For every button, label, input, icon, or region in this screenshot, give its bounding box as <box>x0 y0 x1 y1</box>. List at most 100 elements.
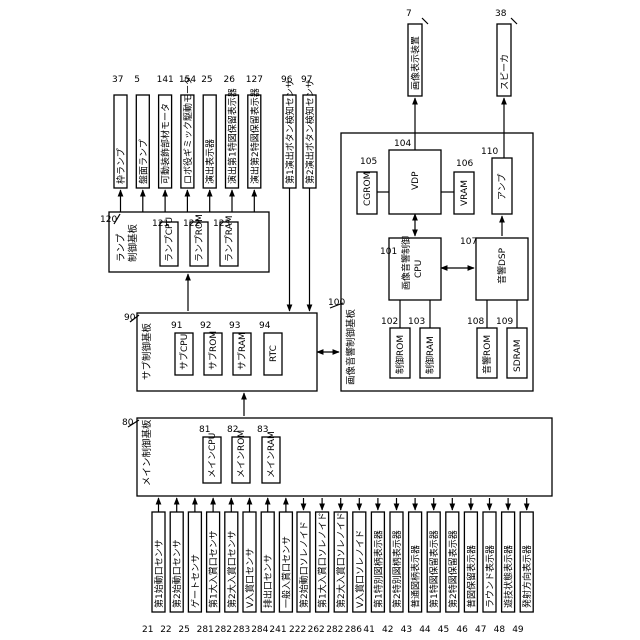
svg-text:サブCPU: サブCPU <box>178 334 190 370</box>
svg-text:メインRAM: メインRAM <box>267 431 277 478</box>
svg-text:104: 104 <box>394 139 411 149</box>
main-output-3: V入賞口ソレノイド 286 <box>345 498 366 635</box>
input-sensor-3-label: 第1大入賞口センサ <box>208 530 220 608</box>
svg-text:105: 105 <box>360 157 377 167</box>
main-board-title: メイン制御基板 <box>141 419 153 486</box>
lamp-output-1: 盤面ランプ5 <box>134 75 149 212</box>
input-sensor-2-ref: 25 <box>178 625 189 635</box>
av-output-0-leader <box>422 18 428 24</box>
svg-text:91: 91 <box>171 321 182 331</box>
svg-text:画像音響制御: 画像音響制御 <box>400 236 412 290</box>
lamp-output-4-label: 演出表示器 <box>204 139 216 184</box>
lamp-output-3-ref: 154 <box>179 75 196 85</box>
lamp-output-5-ref: 26 <box>224 75 236 85</box>
sub-input-sensor-1: 第2演出ボタン検知センサ97 <box>301 75 316 311</box>
svg-text:SDRAM: SDRAM <box>513 340 523 372</box>
lamp-output-5-label: 演出第1特図保留表示器 <box>227 88 239 184</box>
svg-text:101: 101 <box>380 247 397 257</box>
input-sensor-7-label: 一般入賞口センサ <box>280 536 292 608</box>
main-output-10-label: ラウンド表示器 <box>484 545 496 608</box>
sub-board-title: サブ制御基板 <box>141 322 153 380</box>
svg-text:94: 94 <box>259 321 271 331</box>
main-output-6-label: 普通図柄表示器 <box>410 545 422 608</box>
main-output-8-ref: 45 <box>438 625 449 635</box>
main-output-5: 第2特別図柄表示器42 <box>382 498 403 635</box>
main-output-0-ref: 222 <box>289 625 306 635</box>
main-output-7-ref: 44 <box>419 625 431 635</box>
svg-text:音響DSP: 音響DSP <box>496 247 508 284</box>
svg-text:109: 109 <box>496 317 513 327</box>
main-output-0-label: 第2始動口ソレノイド <box>298 521 310 608</box>
main-output-4-ref: 41 <box>363 625 374 635</box>
sub-input-sensor-1-label: 第2演出ボタン検知センサ <box>304 79 316 184</box>
main-output-11: 遊技状態表示器48 <box>494 498 515 635</box>
svg-text:サブROM: サブROM <box>207 331 219 370</box>
input-sensor-4-ref: 282 <box>215 625 232 635</box>
svg-text:サブRAM: サブRAM <box>236 332 248 370</box>
svg-text:CGROM: CGROM <box>363 172 373 206</box>
main-output-4-label: 第1特別図柄表示器 <box>372 530 384 608</box>
main-output-6-ref: 43 <box>401 625 412 635</box>
lamp-output-6: 演出第2特図保留表示器 127 <box>246 75 263 212</box>
main-output-2: 第2大入賞口ソレノイド 282 <box>326 498 347 635</box>
main-output-1-ref: 262 <box>308 625 325 635</box>
svg-text:画像音響制御基板: 画像音響制御基板 <box>345 308 357 385</box>
svg-text:106: 106 <box>456 159 473 169</box>
main-output-10: ラウンド表示器 47 <box>475 498 496 635</box>
main-output-3-label: V入賞口ソレノイド <box>354 530 366 608</box>
av-output-1-leader <box>511 18 517 24</box>
svg-text:93: 93 <box>229 321 240 331</box>
av-output-1-ref: 38 <box>495 9 507 19</box>
av-output-0-ref: 7 <box>406 9 412 19</box>
lamp-output-0-label: 枠ランプ <box>115 148 127 184</box>
input-sensor-1-ref: 22 <box>160 625 171 635</box>
svg-text:制御ROM: 制御ROM <box>394 335 406 374</box>
main-output-3-ref: 286 <box>345 625 362 635</box>
image-audio-cpu: 画像音響制御 CPU 101 <box>380 236 441 300</box>
input-sensor-2-label: ゲートセンサ <box>189 554 201 608</box>
av-output-1-label: スピーカ <box>500 54 511 90</box>
svg-text:VRAM: VRAM <box>460 180 470 206</box>
input-sensor-6-ref: 284 <box>251 625 268 635</box>
svg-text:メインROM: メインROM <box>237 430 247 478</box>
svg-text:107: 107 <box>460 237 477 247</box>
sub-input-sensor-0-label: 第1演出ボタン検知センサ <box>284 79 296 184</box>
main-output-10-ref: 47 <box>475 625 486 635</box>
lamp-output-1-ref: 5 <box>134 75 140 85</box>
svg-text:アンプ: アンプ <box>497 174 508 200</box>
input-sensor-6-label: 排出口センサ <box>262 554 274 608</box>
sub-input-sensor-0-ref: 96 <box>281 75 293 85</box>
svg-text:制御基板: 制御基板 <box>127 223 139 262</box>
lamp-output-0: 枠ランプ37 <box>112 75 127 212</box>
svg-text:92: 92 <box>200 321 211 331</box>
sub-input-sensor-0: 第1演出ボタン検知センサ96 <box>281 75 296 311</box>
main-output-4: 第1特別図柄表示器 41 <box>363 498 384 635</box>
lamp-output-6-label: 演出第2特図保留表示器 <box>249 88 261 184</box>
svg-text:メインCPU: メインCPU <box>208 433 218 478</box>
svg-text:CPU: CPU <box>414 260 424 278</box>
main-output-9: 普図保留表示器46 <box>456 498 477 635</box>
input-sensor-0-ref: 21 <box>142 625 153 635</box>
svg-text:123: 123 <box>213 219 230 229</box>
main-output-8: 第2特図保留表示器 45 <box>438 498 459 635</box>
input-sensor-5-label: V入賞口センサ <box>244 548 256 608</box>
main-output-12: 発射方向表示器49 <box>512 498 533 635</box>
input-sensor-0-label: 第1始動口センサ <box>153 539 165 608</box>
main-output-8-label: 第2特図保留表示器 <box>447 530 459 608</box>
main-output-2-ref: 282 <box>326 625 343 635</box>
main-output-2-label: 第2大入賞口ソレノイド <box>335 512 347 608</box>
input-sensor-3-ref: 281 <box>197 625 214 635</box>
sub-input-sensor-1-ref: 97 <box>301 75 312 85</box>
input-sensor-1-label: 第2始動口センサ <box>171 539 183 608</box>
input-sensor-4-label: 第2大入賞口センサ <box>226 530 238 608</box>
lamp-output-3: ロボ役ギミック駆動モータ154 <box>179 75 196 212</box>
av-output-0: 画像表示装置7 <box>406 9 428 150</box>
lamp-output-4: 演出表示器25 <box>201 75 216 212</box>
svg-text:103: 103 <box>408 317 425 327</box>
vdp: VDP 104 <box>389 139 441 214</box>
svg-text:102: 102 <box>381 317 398 327</box>
main-output-1-label: 第1大入賞口ソレノイド <box>317 512 329 608</box>
lamp-output-6-ref: 127 <box>246 75 263 85</box>
svg-text:RTC: RTC <box>269 345 279 362</box>
